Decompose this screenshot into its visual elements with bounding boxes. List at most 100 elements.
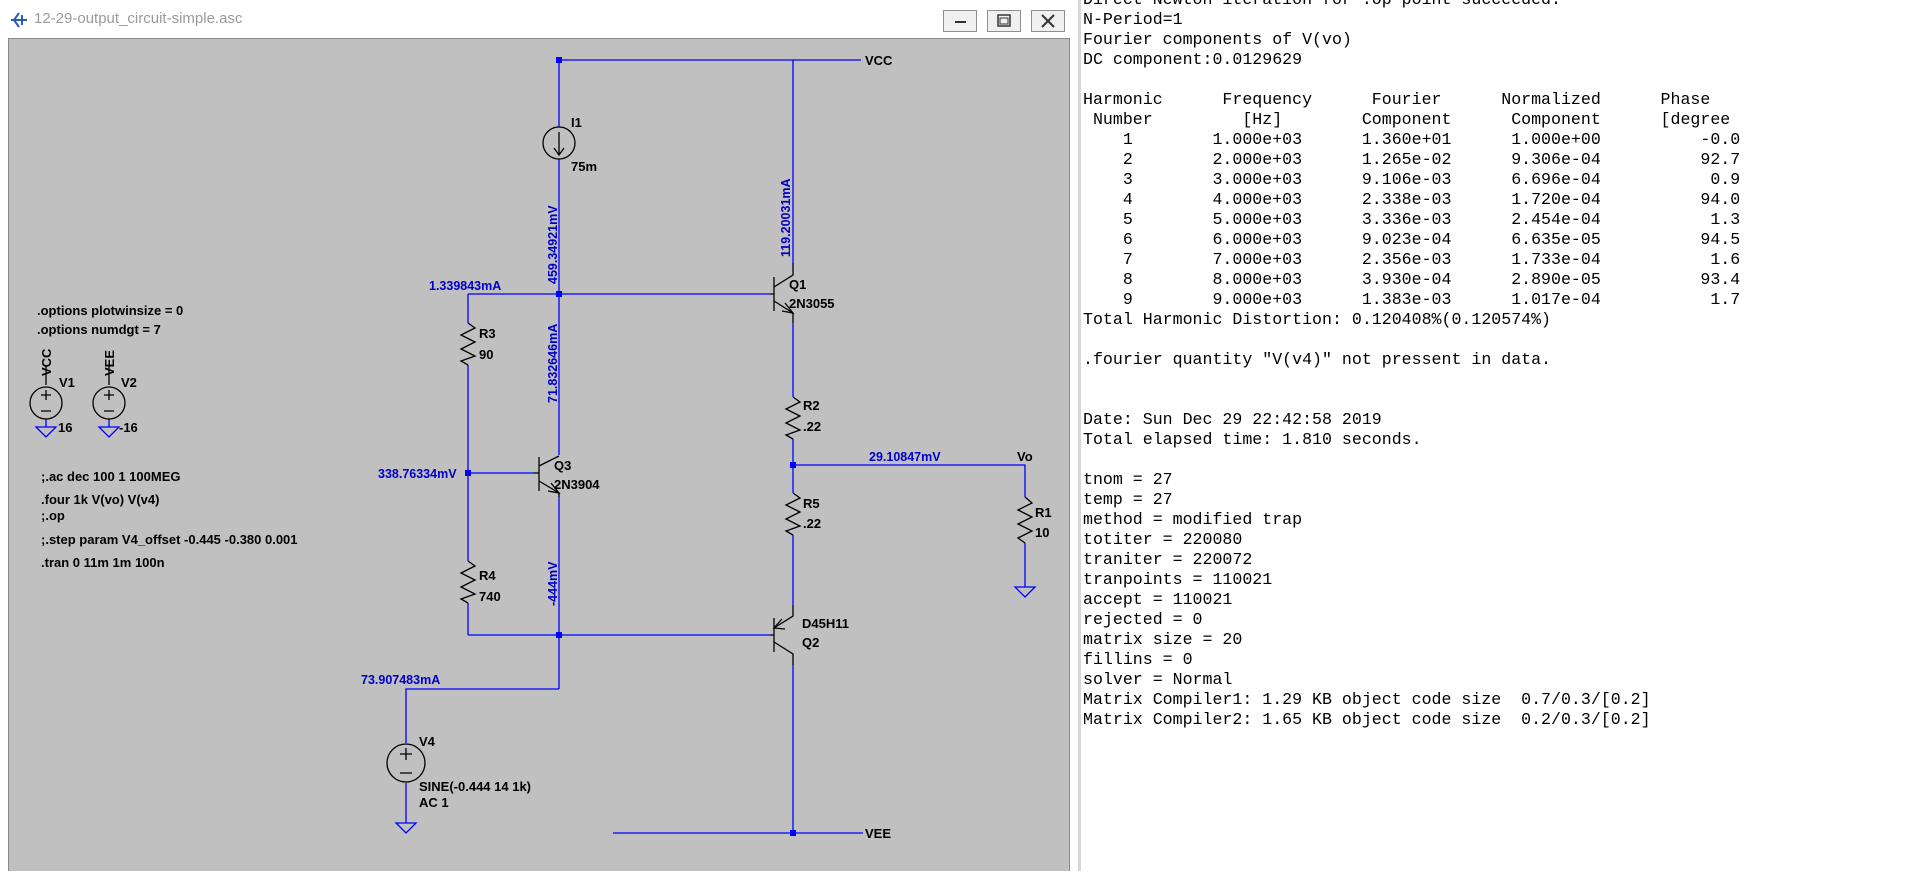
log-line <box>1083 70 1740 90</box>
annotation-v4-current: 73.907483mA <box>361 673 440 687</box>
q3-name: Q3 <box>554 458 571 473</box>
spice-output-log[interactable]: Direct Newton iteration for .op point su… <box>1081 0 1917 871</box>
v4-value: SINE(-0.444 14 1k) <box>419 779 531 794</box>
component-v2[interactable] <box>92 365 126 420</box>
component-v1[interactable] <box>29 365 63 420</box>
log-line: Matrix Compiler1: 1.29 KB object code si… <box>1083 690 1651 709</box>
ground-icon[interactable] <box>34 426 58 438</box>
resistor-zigzag <box>1016 496 1034 544</box>
annotation-q3-emitter-voltage: -444mV <box>546 561 560 606</box>
net-label-vee[interactable]: VEE <box>865 826 891 841</box>
r4-value: 740 <box>479 589 501 604</box>
r2-value: .22 <box>803 419 821 434</box>
v1-value: 16 <box>58 420 72 435</box>
log-line <box>1083 390 1740 410</box>
net-label-vo[interactable]: Vo <box>1017 449 1033 464</box>
log-line: Date: Sun Dec 29 22:42:58 2019 <box>1083 410 1382 429</box>
log-line: method = modified trap <box>1083 510 1303 529</box>
log-line: N-Period=1 <box>1083 10 1183 29</box>
close-icon <box>1041 14 1055 28</box>
schematic-canvas[interactable]: VCC VEE Vo VCC VEE I1 75m Q1 2N3055 Q3 2… <box>8 38 1070 871</box>
component-r2[interactable] <box>784 396 802 440</box>
annotation-i1-voltage: 459.34921mV <box>546 205 560 284</box>
resistor-zigzag <box>784 492 802 536</box>
log-line: 1 1.000e+03 1.360e+01 1.000e+00 -0.0 <box>1083 130 1741 149</box>
annotation-q3-base-voltage: 338.76334mV <box>378 467 457 481</box>
log-line: Matrix Compiler2: 1.65 KB object code si… <box>1083 710 1651 729</box>
spice-directive[interactable]: ;.step param V4_offset -0.445 -0.380 0.0… <box>41 532 298 547</box>
log-line: 3 3.000e+03 9.106e-03 6.696e-04 0.9 <box>1083 170 1741 189</box>
component-i1[interactable] <box>542 126 576 160</box>
i1-name: I1 <box>571 115 582 130</box>
minimize-button[interactable] <box>943 10 977 32</box>
annotation-vo-voltage: 29.10847mV <box>869 450 941 464</box>
r2-name: R2 <box>803 398 820 413</box>
title-bar[interactable]: 12-29-output_circuit-simple.asc <box>0 0 1078 38</box>
plus-minus-icon <box>104 390 114 412</box>
log-line: accept = 110021 <box>1083 590 1233 609</box>
spice-directive[interactable]: .options plotwinsize = 0 <box>37 303 183 318</box>
v2-value: -16 <box>119 420 138 435</box>
emitter-arrow-icon <box>781 302 795 314</box>
log-line: Number [Hz] Component Component [degree <box>1083 110 1731 129</box>
junction-dot <box>790 830 796 836</box>
spice-directive[interactable]: .options numdgt = 7 <box>37 322 161 337</box>
log-line: Direct Newton iteration for .op point su… <box>1083 0 1740 10</box>
component-r1[interactable] <box>1016 496 1034 544</box>
q1-name: Q1 <box>789 277 806 292</box>
wire-v4-feed[interactable] <box>405 688 559 743</box>
voltage-source-symbol <box>386 743 426 783</box>
q2-name: Q2 <box>802 635 819 650</box>
component-r4[interactable] <box>459 560 477 604</box>
log-line: Fourier components of V(vo) <box>1083 30 1352 49</box>
v4-name: V4 <box>419 734 436 749</box>
net-label-v1-vcc[interactable]: VCC <box>39 348 54 376</box>
spice-directive[interactable]: .tran 0 11m 1m 100n <box>41 555 165 570</box>
r5-name: R5 <box>803 496 820 511</box>
ground-icon[interactable] <box>1013 586 1037 598</box>
component-v4[interactable] <box>386 743 426 783</box>
junctions <box>465 57 796 836</box>
npn-transistor-symbol <box>533 455 560 497</box>
log-line: 4 4.000e+03 2.338e-03 1.720e-04 94.0 <box>1083 190 1741 209</box>
wires <box>45 59 1026 834</box>
ground-icon[interactable] <box>97 426 121 438</box>
current-source-symbol <box>542 126 576 160</box>
r4-name: R4 <box>479 568 496 583</box>
resistor-zigzag <box>784 396 802 440</box>
component-r5[interactable] <box>784 492 802 536</box>
spice-directive[interactable]: ;.ac dec 100 1 100MEG <box>41 469 180 484</box>
pane-splitter[interactable] <box>1078 0 1081 871</box>
r5-value: .22 <box>803 516 821 531</box>
q3-model: 2N3904 <box>554 477 600 492</box>
resistor-zigzag <box>459 322 477 366</box>
spice-directive[interactable]: ;.op <box>41 508 65 523</box>
log-line: 6 6.000e+03 9.023e-04 6.635e-05 94.5 <box>1083 230 1741 249</box>
junction-dot <box>556 632 562 638</box>
close-button[interactable] <box>1031 10 1065 32</box>
r3-value: 90 <box>479 347 493 362</box>
npn-transistor-symbol <box>770 263 794 323</box>
minimize-icon <box>955 21 966 23</box>
component-q2[interactable] <box>770 605 794 665</box>
net-label-v2-vee[interactable]: VEE <box>102 350 117 376</box>
voltage-source-symbol <box>29 386 63 420</box>
pnp-transistor-symbol <box>770 605 794 665</box>
log-line: solver = Normal <box>1083 670 1233 689</box>
wire-vo-net[interactable] <box>793 464 1026 497</box>
v4-ac: AC 1 <box>419 795 449 810</box>
component-q1[interactable] <box>770 263 795 323</box>
ground-icon[interactable] <box>394 822 418 834</box>
q2-model: D45H11 <box>802 616 849 631</box>
maximize-button[interactable] <box>987 10 1021 32</box>
r3-name: R3 <box>479 326 496 341</box>
log-line: tranpoints = 110021 <box>1083 570 1273 589</box>
spice-directive[interactable]: .four 1k V(vo) V(v4) <box>41 492 159 507</box>
component-r3[interactable] <box>459 322 477 366</box>
component-q3[interactable] <box>533 455 561 497</box>
log-line <box>1083 450 1740 470</box>
log-line: 7 7.000e+03 2.356e-03 1.733e-04 1.6 <box>1083 250 1741 269</box>
v2-name: V2 <box>121 375 137 390</box>
net-label-vcc[interactable]: VCC <box>865 53 893 68</box>
r1-value: 10 <box>1035 525 1049 540</box>
